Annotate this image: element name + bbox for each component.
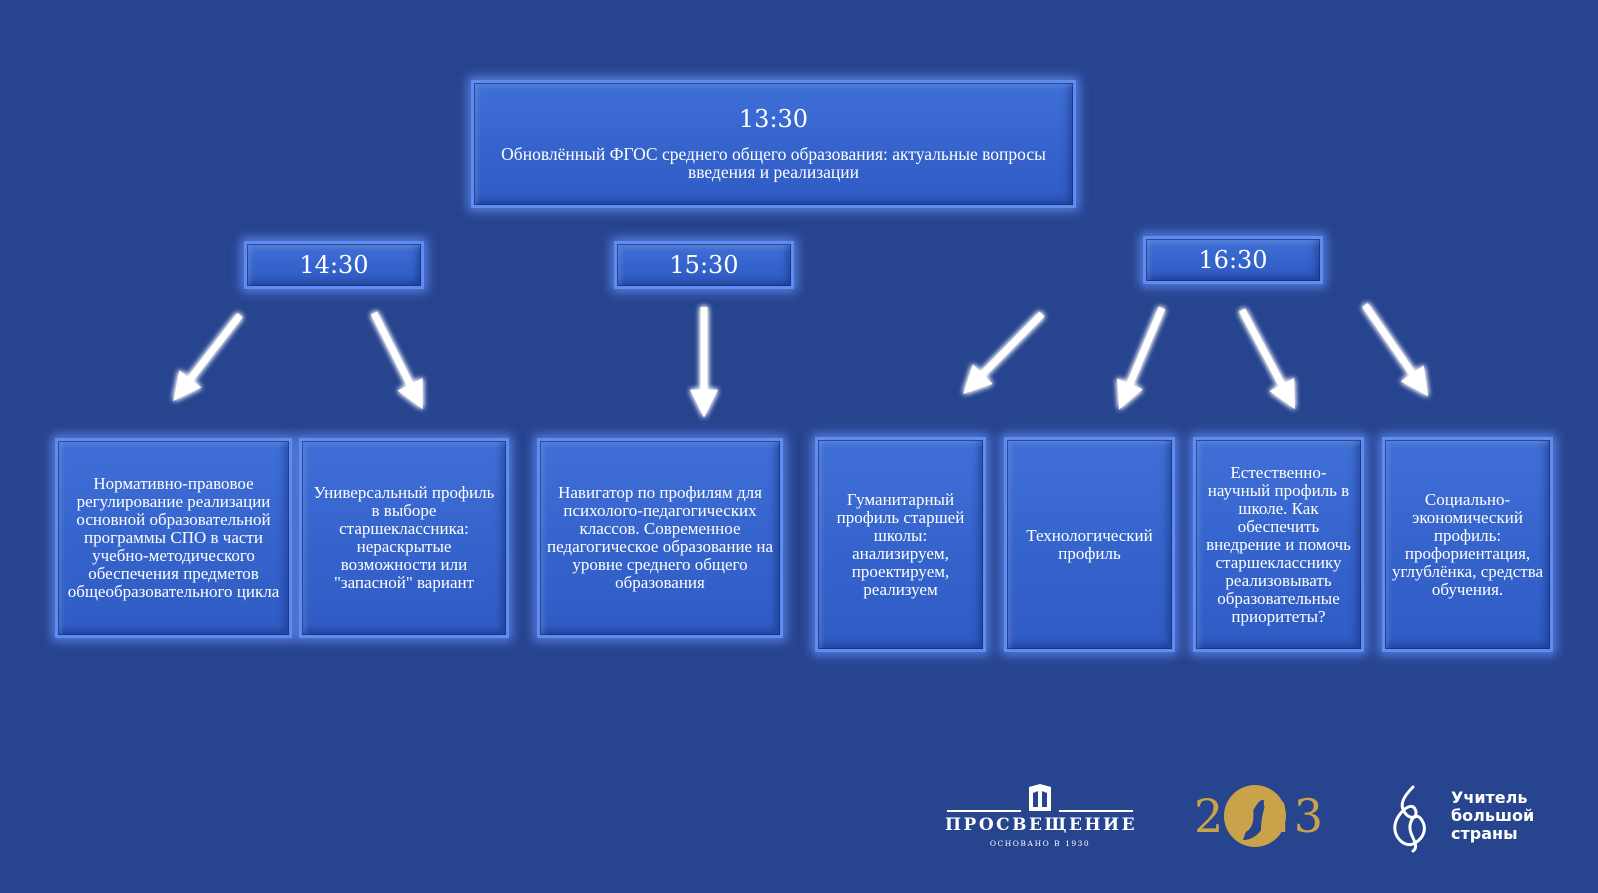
- arrow-down-right-icon: [1238, 308, 1295, 410]
- arrow-down-left-icon: [173, 312, 243, 401]
- arrow-down-left-icon: [963, 311, 1045, 394]
- topic-box-universal-profile: Универсальный профиль в выборе старшекла…: [299, 438, 509, 638]
- session-time-box-1530: 15:30: [614, 241, 794, 289]
- prosveshchenie-emblem-icon: [947, 784, 1133, 812]
- year-emblem-icon: [1224, 785, 1286, 847]
- teacher-line-1: Учитель: [1451, 788, 1528, 807]
- session-time-label: 15:30: [669, 251, 739, 279]
- main-topic-box: 13:30 Обновлённый ФГОС среднего общего о…: [471, 80, 1076, 208]
- topic-text: Навигатор по профилям для психолого-педа…: [547, 483, 773, 592]
- main-topic-time: 13:30: [738, 105, 809, 133]
- year-text: 2023: [1193, 789, 1328, 843]
- topic-text: Универсальный профиль в выборе старшекла…: [313, 483, 495, 592]
- arrow-down-left-icon: [1117, 306, 1166, 410]
- topic-box-natural-science: Естественно-научный профиль в школе. Как…: [1193, 437, 1364, 652]
- topic-text: Технологический профиль: [1026, 525, 1153, 563]
- prosveshchenie-founded: ОСНОВАНО В 1930: [989, 839, 1091, 848]
- session-time-label: 14:30: [299, 251, 369, 279]
- prosveshchenie-logo: ПРОСВЕЩЕНИЕ ОСНОВАНО В 1930: [945, 783, 1135, 853]
- teacher-emblem-icon: [1393, 785, 1426, 853]
- topic-text: Социально-экономический профиль: профори…: [1391, 489, 1544, 599]
- arrow-down-right-icon: [1362, 303, 1429, 397]
- topic-box-socio-economic: Социально-экономический профиль: профори…: [1382, 437, 1553, 652]
- topic-box-spo: Нормативно-правовое регулирование реализ…: [55, 438, 292, 638]
- teacher-logo: Учитель большой страны: [1385, 783, 1555, 853]
- topic-box-humanitarian: Гуманитарный профиль старшей школы: анал…: [815, 437, 986, 652]
- main-topic-title: Обновлённый ФГОС среднего общего образов…: [501, 144, 1046, 182]
- topic-box-technological: Технологический профиль: [1004, 437, 1175, 652]
- topic-text: Гуманитарный профиль старшей школы: анал…: [836, 489, 965, 599]
- teacher-line-2: большой: [1451, 806, 1535, 825]
- session-time-box-1630: 16:30: [1143, 236, 1323, 284]
- year-2023-logo: 2023: [1193, 780, 1328, 852]
- session-time-label: 16:30: [1198, 246, 1268, 274]
- teacher-line-3: страны: [1451, 824, 1518, 843]
- arrow-down-right-icon: [370, 311, 423, 410]
- session-time-box-1430: 14:30: [244, 241, 424, 289]
- topic-text: Естественно-научный профиль в школе. Как…: [1206, 462, 1351, 626]
- topic-text: Нормативно-правовое регулирование реализ…: [67, 474, 280, 601]
- topic-box-navigator: Навигатор по профилям для психолого-педа…: [537, 438, 783, 638]
- prosveshchenie-name: ПРОСВЕЩЕНИЕ: [945, 815, 1138, 835]
